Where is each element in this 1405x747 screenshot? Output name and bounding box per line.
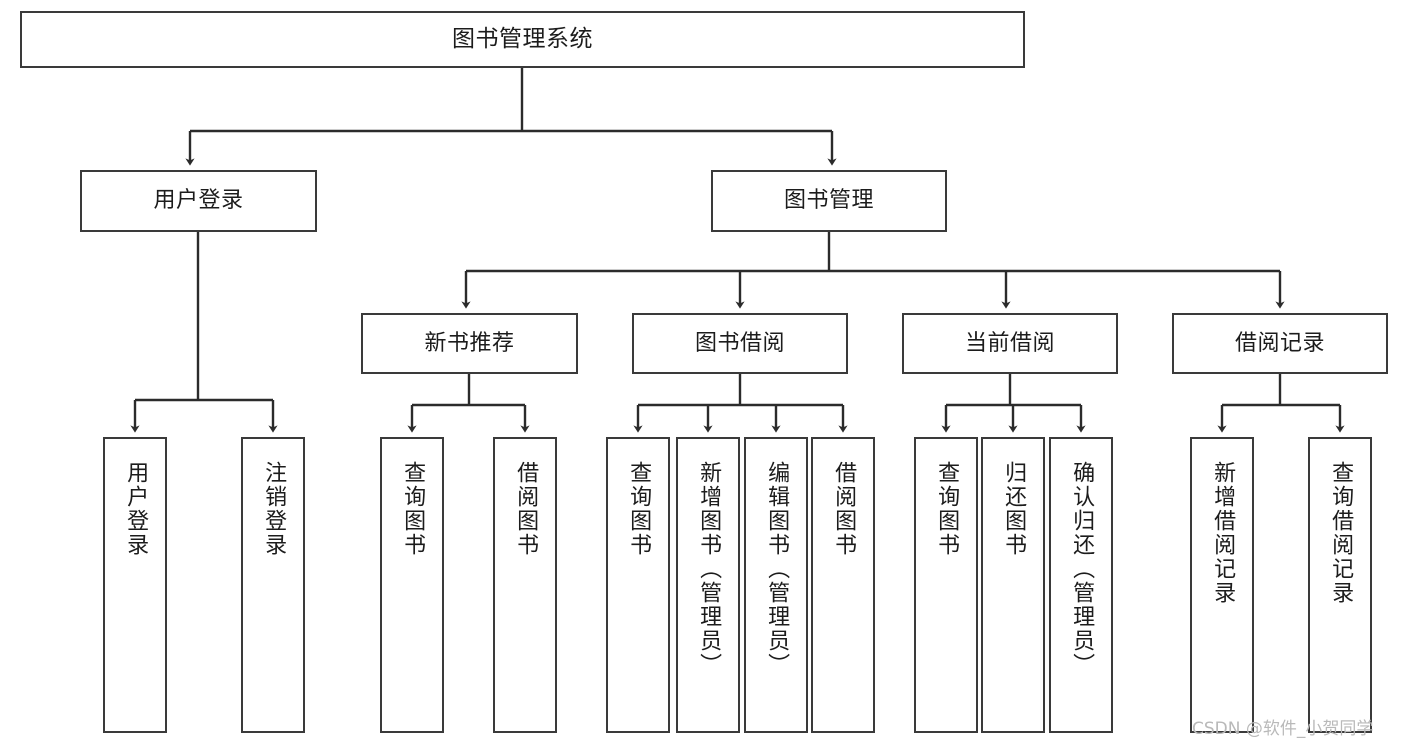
node-label: 当前借阅: [964, 330, 1055, 356]
leaf-borrow-record-query[interactable]: 查询借阅记录: [1308, 437, 1372, 733]
node-borrow-record[interactable]: 借阅记录: [1172, 313, 1388, 374]
node-label: 图书管理系统: [452, 25, 593, 52]
leaf-current-borrow-query[interactable]: 查询图书: [914, 437, 978, 733]
node-user-login[interactable]: 用户登录: [80, 170, 317, 232]
node-label: 新书推荐: [424, 330, 515, 356]
node-root-book-management-system[interactable]: 图书管理系统: [20, 11, 1025, 68]
leaf-book-borrow-edit[interactable]: 编辑图书（管理员）: [744, 437, 808, 733]
node-book-management[interactable]: 图书管理: [711, 170, 947, 232]
node-label: 查询图书: [400, 461, 426, 557]
node-new-book-recommend[interactable]: 新书推荐: [361, 313, 578, 374]
leaf-new-book-borrow[interactable]: 借阅图书: [493, 437, 557, 733]
leaf-book-borrow-add[interactable]: 新增图书（管理员）: [676, 437, 740, 733]
node-current-borrow[interactable]: 当前借阅: [902, 313, 1118, 374]
node-label: 注销登录: [261, 461, 287, 557]
node-label: 借阅图书: [831, 461, 857, 557]
node-label: 用户登录: [153, 188, 244, 214]
leaf-user-login-logout[interactable]: 注销登录: [241, 437, 305, 733]
node-label: 查询图书: [934, 461, 960, 557]
node-label: 查询图书: [626, 461, 652, 557]
node-label: 归还图书: [1001, 461, 1027, 557]
node-label: 借阅记录: [1234, 330, 1325, 356]
node-book-borrow[interactable]: 图书借阅: [632, 313, 848, 374]
leaf-borrow-record-add[interactable]: 新增借阅记录: [1190, 437, 1254, 733]
leaf-book-borrow-borrow[interactable]: 借阅图书: [811, 437, 875, 733]
node-label: 新增图书（管理员）: [696, 461, 722, 677]
leaf-new-book-query[interactable]: 查询图书: [380, 437, 444, 733]
node-label: 确认归还（管理员）: [1069, 461, 1095, 677]
leaf-current-borrow-confirm-return[interactable]: 确认归还（管理员）: [1049, 437, 1113, 733]
leaf-book-borrow-query[interactable]: 查询图书: [606, 437, 670, 733]
node-label: 查询借阅记录: [1328, 461, 1354, 605]
node-label: 图书管理: [783, 188, 874, 214]
node-label: 新增借阅记录: [1210, 461, 1236, 605]
node-label: 图书借阅: [694, 330, 785, 356]
csdn-watermark: CSDN @软件_小贺同学: [1192, 719, 1374, 739]
node-label: 借阅图书: [513, 461, 539, 557]
leaf-user-login-login[interactable]: 用户登录: [103, 437, 167, 733]
node-label: 编辑图书（管理员）: [764, 461, 790, 677]
leaf-current-borrow-return[interactable]: 归还图书: [981, 437, 1045, 733]
node-label: 用户登录: [123, 461, 149, 557]
